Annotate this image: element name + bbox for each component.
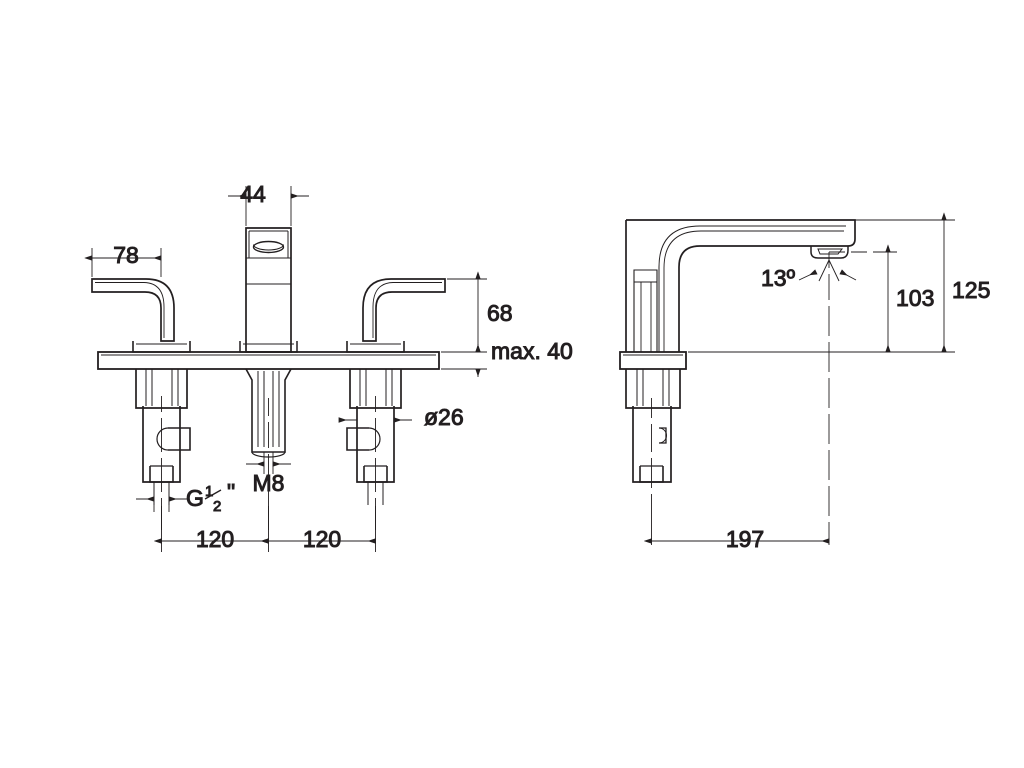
dimension-44-label: 44 xyxy=(240,181,266,207)
dimension-120-right-label: 120 xyxy=(303,526,341,552)
left-handle-assembly xyxy=(91,278,191,353)
dimension-g-half-inch-connection: G 1 2 " xyxy=(136,479,236,516)
dimension-angle-13-degrees-outlet: 13º xyxy=(761,259,857,292)
dimension-m8-label: M8 xyxy=(253,470,285,496)
central-m8-rod xyxy=(245,368,292,530)
right-valve-body xyxy=(346,369,402,530)
dimension-g-half-inch-label: G 1 2 " xyxy=(186,479,236,516)
svg-text:1: 1 xyxy=(205,483,213,500)
dimension-103-label: 103 xyxy=(896,285,934,311)
dimension-68-handle-height: 68 xyxy=(441,271,513,353)
dimension-120-left-spacing: 120 xyxy=(153,506,269,553)
dimension-103-outlet-height: 103 xyxy=(885,244,935,353)
front-elevation-view: 44 78 68 max. 40 ø26 xyxy=(84,181,573,553)
dimension-197-label: 197 xyxy=(726,526,764,552)
side-deck-plate xyxy=(619,351,687,370)
dimension-78-handle-length: 78 xyxy=(84,242,162,277)
dimension-max-40-label: max. 40 xyxy=(491,338,573,364)
side-elevation-view: 13º 103 125 197 xyxy=(619,212,991,553)
dimension-125-spout-height: 125 xyxy=(941,212,991,353)
dimension-120-left-label: 120 xyxy=(196,526,234,552)
dimension-44-spout-width: 44 xyxy=(228,181,309,226)
dimension-78-label: 78 xyxy=(113,242,139,268)
dimension-max-40-deck-thickness: max. 40 xyxy=(441,338,573,377)
svg-text:2: 2 xyxy=(213,498,221,515)
dimension-m8-threaded-rod: M8 xyxy=(246,452,291,497)
dimension-125-label: 125 xyxy=(952,277,990,303)
right-handle-assembly xyxy=(346,278,446,353)
left-valve-body xyxy=(135,369,191,530)
central-spout-column xyxy=(239,227,298,353)
side-mounting-stem xyxy=(625,369,681,545)
dimension-120-right-spacing: 120 xyxy=(260,506,376,553)
spout-body-outline xyxy=(625,219,856,353)
dimension-diameter-26-label: ø26 xyxy=(424,404,464,430)
svg-text:": " xyxy=(227,479,235,505)
dimension-13-degrees-label: 13º xyxy=(761,265,796,291)
svg-text:G: G xyxy=(186,485,204,511)
side-extension-lines xyxy=(688,219,955,353)
dimension-197-spout-projection: 197 xyxy=(643,526,830,553)
dimension-diameter-26-shank: ø26 xyxy=(338,404,464,431)
deck-plate xyxy=(97,351,440,370)
dimension-68-label: 68 xyxy=(487,300,513,326)
